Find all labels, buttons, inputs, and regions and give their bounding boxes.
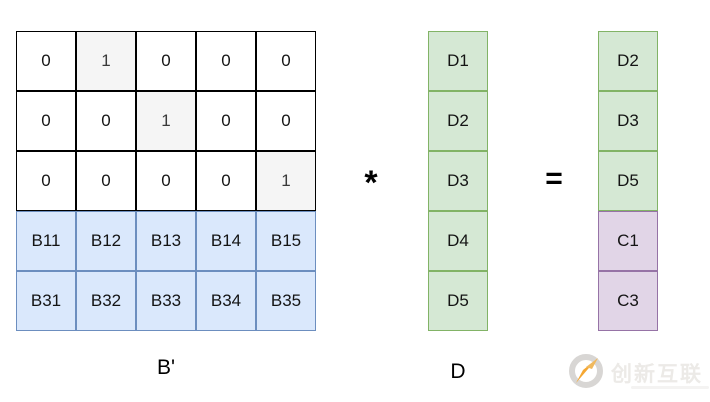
matrix-cell-b-row: B31 xyxy=(16,271,76,331)
result-cell-c: C1 xyxy=(598,211,658,271)
vector-d-cell: D1 xyxy=(428,31,488,91)
matrix-cell-b-row: B13 xyxy=(136,211,196,271)
matrix-b-label: B' xyxy=(156,356,176,379)
matrix-b-prime: 0 1 0 0 0 0 0 1 0 0 0 0 0 0 1 B11 B12 B1… xyxy=(16,31,316,331)
result-cell-d: D5 xyxy=(598,151,658,211)
matrix-cell: 0 xyxy=(196,31,256,91)
matrix-cell: 0 xyxy=(256,91,316,151)
matrix-cell-b-row: B12 xyxy=(76,211,136,271)
matrix-cell-b-row: B33 xyxy=(136,271,196,331)
vector-d-cell: D3 xyxy=(428,151,488,211)
matrix-cell: 0 xyxy=(196,151,256,211)
vector-d-cell: D2 xyxy=(428,91,488,151)
watermark-logo-icon xyxy=(567,352,605,395)
matrix-cell: 0 xyxy=(76,151,136,211)
matrix-cell: 0 xyxy=(16,91,76,151)
equals-operator: = xyxy=(545,162,563,195)
matrix-cell: 0 xyxy=(196,91,256,151)
result-cell-c: C3 xyxy=(598,271,658,331)
matrix-cell-b-row: B15 xyxy=(256,211,316,271)
matrix-cell-highlight: 1 xyxy=(136,91,196,151)
matrix-cell-b-row: B32 xyxy=(76,271,136,331)
watermark: 创新互联 xyxy=(567,350,710,396)
result-cell-d: D3 xyxy=(598,91,658,151)
matrix-cell-b-row: B11 xyxy=(16,211,76,271)
watermark-subtext-line xyxy=(631,386,709,389)
result-vector: D2 D3 D5 C1 C3 xyxy=(598,31,658,331)
matrix-cell: 0 xyxy=(16,151,76,211)
multiply-operator: * xyxy=(364,164,378,202)
matrix-cell: 0 xyxy=(256,31,316,91)
vector-d-cell: D4 xyxy=(428,211,488,271)
watermark-brand-text: 创新互联 xyxy=(611,363,703,386)
matrix-cell: 0 xyxy=(76,91,136,151)
result-cell-d: D2 xyxy=(598,31,658,91)
matrix-cell-highlight: 1 xyxy=(76,31,136,91)
matrix-cell-b-row: B35 xyxy=(256,271,316,331)
matrix-cell-b-row: B14 xyxy=(196,211,256,271)
matrix-cell-highlight: 1 xyxy=(256,151,316,211)
vector-d-label: D xyxy=(450,360,466,383)
vector-d: D1 D2 D3 D4 D5 xyxy=(428,31,488,331)
vector-d-cell: D5 xyxy=(428,271,488,331)
matrix-cell: 0 xyxy=(16,31,76,91)
matrix-cell: 0 xyxy=(136,151,196,211)
matrix-cell: 0 xyxy=(136,31,196,91)
matrix-cell-b-row: B34 xyxy=(196,271,256,331)
